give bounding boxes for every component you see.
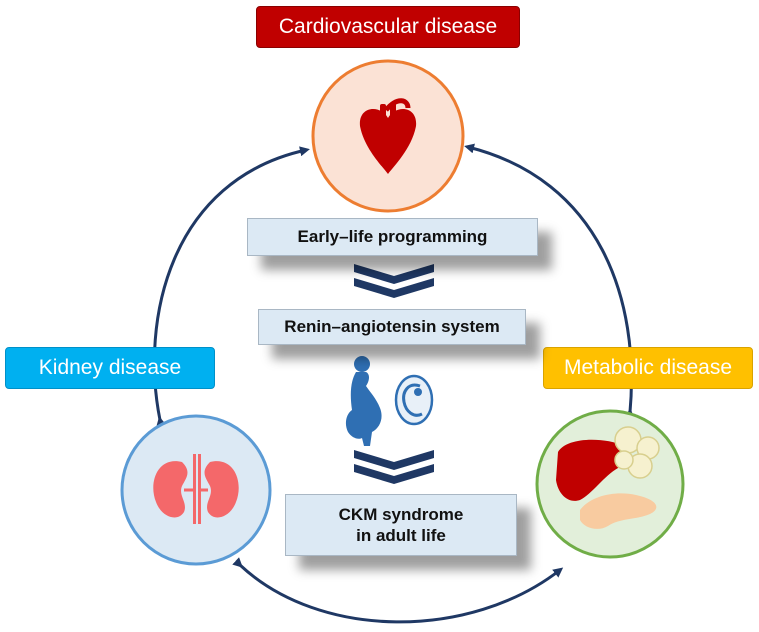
kidney-label: Kidney disease	[5, 347, 215, 389]
ckm-line-1: CKM syndrome	[338, 504, 464, 524]
renin-angiotensin-box: Renin–angiotensin system	[258, 309, 526, 345]
chevron-down-icon	[354, 450, 434, 484]
ckm-syndrome-box: CKM syndrome in adult life	[285, 494, 517, 556]
pancreas-icon	[580, 493, 657, 529]
cardiovascular-label: Cardiovascular disease	[256, 6, 520, 48]
metabolic-label: Metabolic disease	[543, 347, 753, 389]
arrow-kidney-to-metabolic	[232, 557, 564, 624]
kidneys-icon	[153, 454, 239, 524]
liver-icon	[556, 439, 631, 501]
fat-cells-icon	[614, 426, 660, 479]
heart-icon	[359, 98, 417, 174]
fetus-icon	[394, 374, 434, 426]
pregnant-woman-icon	[345, 356, 382, 446]
ckm-line-2: in adult life	[356, 526, 446, 545]
early-life-programming-box: Early–life programming	[247, 218, 538, 256]
chevron-down-icon	[354, 264, 434, 298]
